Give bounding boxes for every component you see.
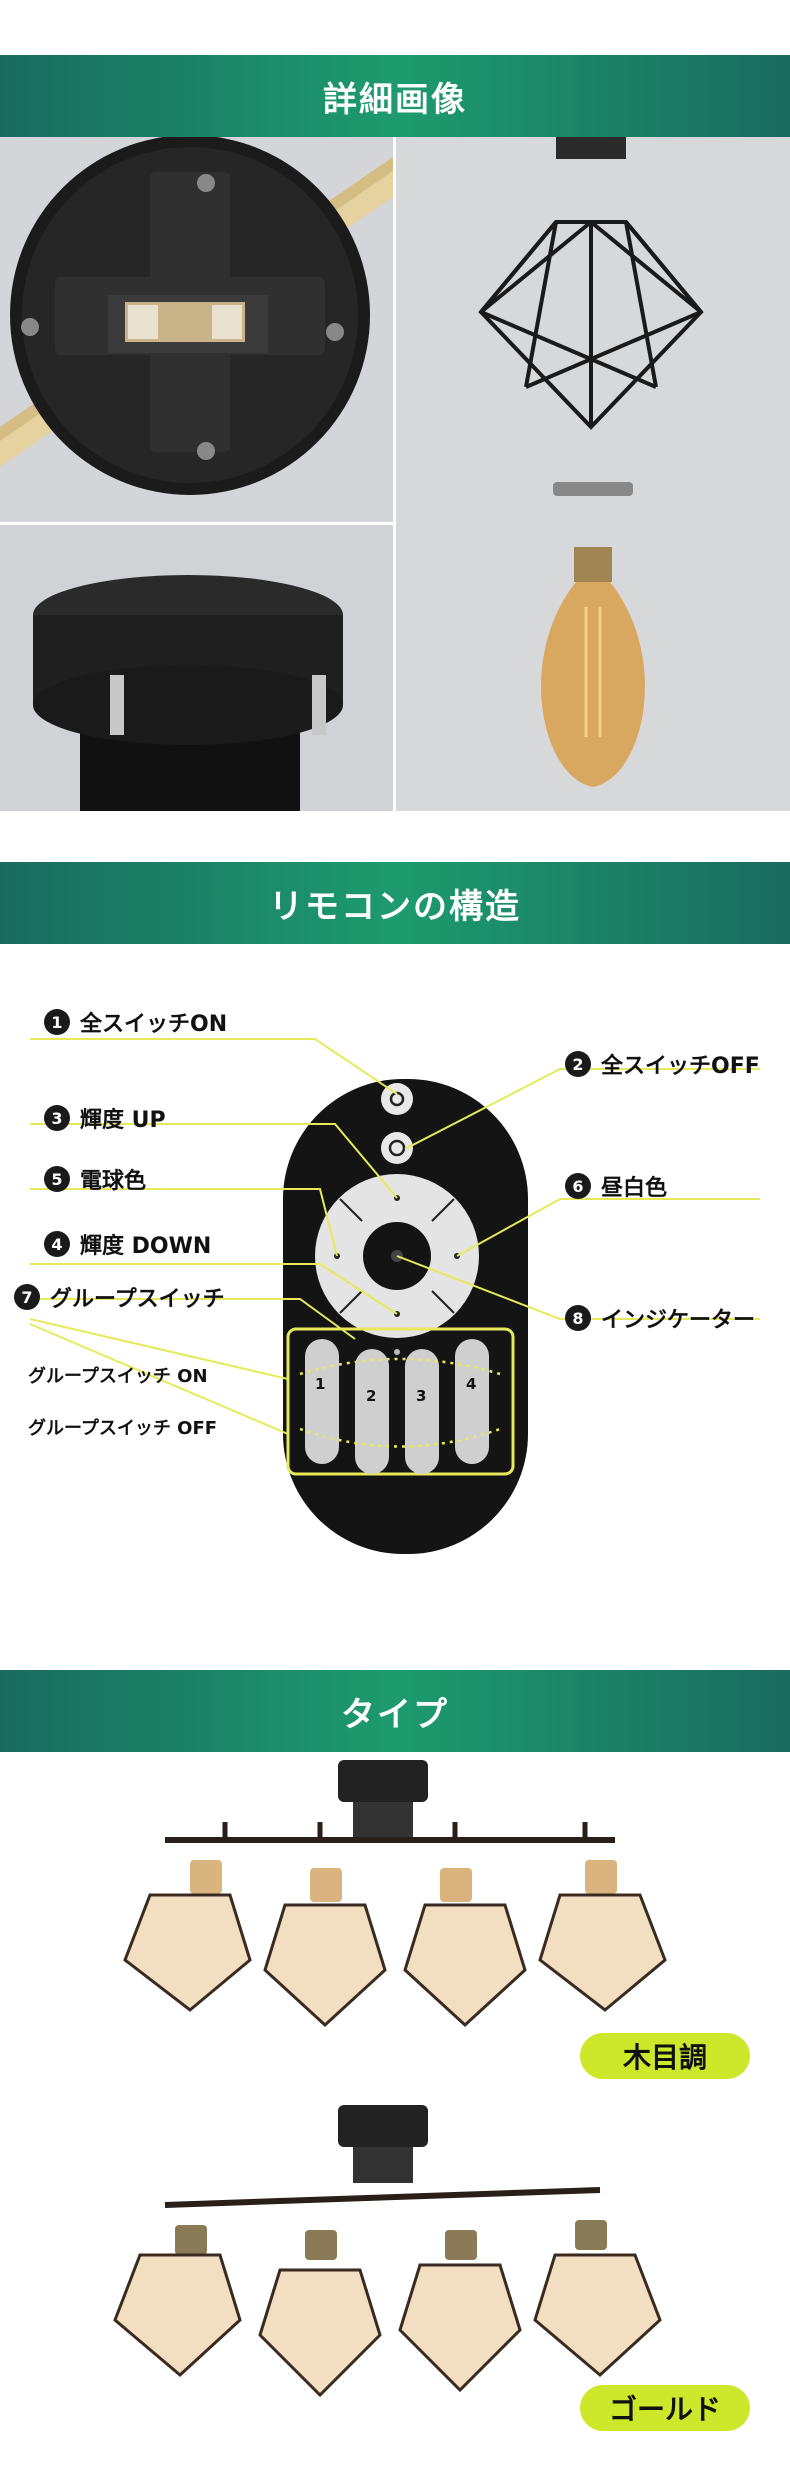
canopy-side-photo <box>0 525 393 811</box>
callout-warm-color: 5 電球色 <box>44 1163 146 1195</box>
canopy-base-photo <box>0 137 393 522</box>
detail-section-banner: 詳細画像 <box>0 55 790 137</box>
detail-section-title: 詳細画像 <box>323 79 467 120</box>
group-switch-off-label: グループスイッチ OFF <box>28 1418 218 1439</box>
button-number-3: 3 <box>416 1387 427 1405</box>
callout-daylight-color: 6 昼白色 <box>565 1170 667 1202</box>
button-number-1: 1 <box>315 1375 326 1393</box>
remote-section-banner: リモコンの構造 <box>0 862 790 944</box>
wood-type-tag: 木目調 <box>580 2033 750 2079</box>
callout-power-on: 1 全スイッチON <box>44 1006 227 1038</box>
type-section-banner: タイプ <box>0 1670 790 1752</box>
power-off-button <box>381 1132 413 1164</box>
callout-brightness-up: 3 輝度 UP <box>44 1102 166 1134</box>
power-on-button <box>381 1083 413 1115</box>
group-buttons-frame <box>286 1327 515 1476</box>
gold-type-tag: ゴールド <box>580 2385 750 2431</box>
callout-power-off: 2 全スイッチOFF <box>565 1048 760 1080</box>
shade-bulb-photo <box>396 137 790 811</box>
gold-type-product-image <box>113 2105 662 2398</box>
button-number-2: 2 <box>366 1387 377 1405</box>
callout-indicator: 8 インジケーター <box>565 1302 755 1334</box>
callout-group-switch: 7 グループスイッチ <box>14 1281 225 1313</box>
callout-brightness-down: 4 輝度 DOWN <box>44 1228 211 1260</box>
type-section-title: タイプ <box>341 1694 449 1735</box>
group-switch-on-label: グループスイッチ ON <box>28 1366 208 1387</box>
wood-type-product-image <box>123 1760 667 2028</box>
button-number-4: 4 <box>466 1375 477 1393</box>
remote-diagram <box>29 1038 760 1554</box>
remote-section-title: リモコンの構造 <box>269 886 521 927</box>
